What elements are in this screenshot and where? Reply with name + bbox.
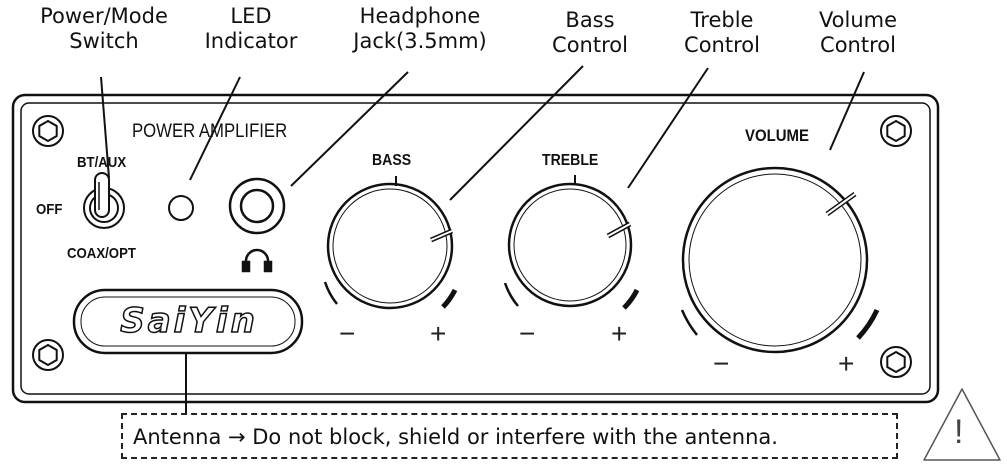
callout-line: Headphone (359, 4, 481, 28)
volume-knob[interactable] (680, 166, 880, 354)
volume-minus-label: − (713, 348, 730, 379)
bass-minus-label: − (339, 318, 356, 349)
warning-icon (923, 388, 1001, 461)
bass-knob[interactable] (323, 176, 458, 310)
bass-control-callout: Bass Control (530, 8, 650, 58)
bass-plus-label: + (430, 318, 447, 349)
leader-line-bass (449, 65, 584, 201)
switch-label-bt-aux: BT/AUX (77, 154, 127, 171)
leader-line-headphone (290, 71, 409, 187)
leader-lines (100, 65, 865, 413)
treble-plus-label: + (611, 318, 628, 349)
power-mode-switch-callout: Power/Mode Switch (4, 4, 204, 54)
screw-icon (880, 346, 912, 378)
brand-badge-inner (80, 296, 296, 347)
brand-logo: SaiYin (120, 301, 258, 341)
callout-line: LED (230, 4, 272, 28)
treble-scale-left (503, 282, 519, 307)
panel-title: POWER AMPLIFIER (132, 121, 288, 142)
screw-icon (32, 115, 64, 147)
panel-inner-frame (20, 102, 931, 395)
callout-line: Control (552, 33, 628, 57)
treble-knob[interactable] (503, 175, 640, 310)
screw-icon (32, 339, 64, 371)
treble-scale-right (622, 288, 640, 310)
corner-screws (32, 115, 912, 378)
treble-minus-label: − (519, 318, 536, 349)
panel-outer-frame (11, 93, 940, 404)
bass-scale-left (323, 281, 338, 305)
volume-control-callout: Volume Control (798, 8, 918, 58)
power-mode-switch[interactable] (83, 172, 125, 229)
antenna-note: Antenna → Do not block, shield or interf… (133, 425, 778, 449)
warning-exclamation: ! (954, 413, 964, 451)
callout-line: Indicator (204, 29, 298, 53)
callout-line: Switch (69, 29, 139, 53)
volume-label: VOLUME (745, 126, 810, 145)
screw-icon (880, 115, 912, 147)
callout-line: Volume (818, 8, 898, 32)
callout-line: Control (820, 33, 896, 57)
callout-line: Bass (565, 8, 615, 32)
treble-control-callout: Treble Control (662, 8, 782, 58)
callout-line: Power/Mode (40, 4, 168, 28)
volume-scale-right (856, 308, 880, 340)
headphone-jack-callout: Headphone Jack(3.5mm) (330, 4, 510, 54)
switch-label-coax-opt: COAX/OPT (67, 245, 136, 262)
leader-line-volume (829, 71, 865, 151)
headphone-jack[interactable] (228, 177, 286, 235)
volume-scale-left (680, 309, 698, 336)
leader-line-treble (627, 67, 709, 189)
antenna-note-box: Antenna → Do not block, shield or interf… (121, 413, 898, 459)
bass-label: BASS (372, 152, 412, 169)
bass-scale-right (441, 288, 458, 309)
brand-badge (72, 288, 304, 355)
volume-plus-label: + (838, 348, 855, 379)
switch-label-off: OFF (36, 201, 63, 218)
callout-line: Control (684, 33, 760, 57)
led-indicator (168, 195, 194, 221)
treble-label: TREBLE (542, 152, 599, 169)
led-indicator-callout: LED Indicator (186, 4, 316, 54)
callout-line: Treble (690, 8, 754, 32)
callout-line: Jack(3.5mm) (353, 29, 487, 53)
headphone-icon (241, 248, 273, 273)
